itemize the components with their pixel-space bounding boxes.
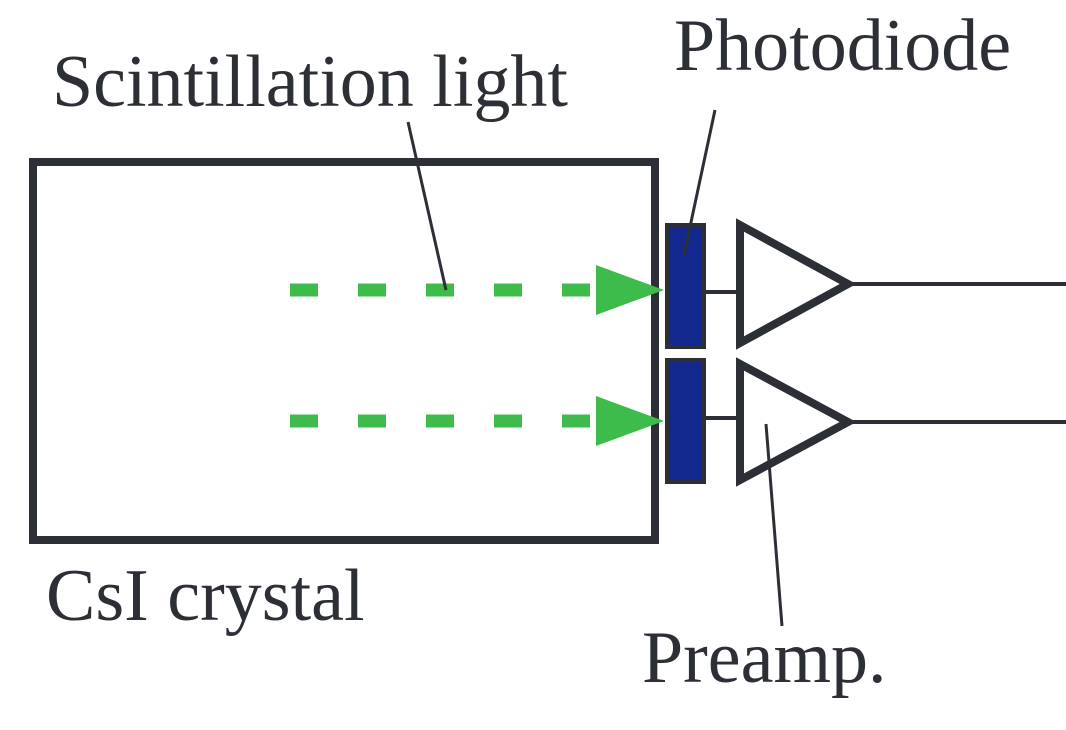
leader-scintillation-light (406, 121, 448, 291)
preamp-upper (736, 218, 857, 350)
preamp-lower (736, 357, 857, 487)
light-arrow-upper-head (596, 265, 664, 315)
light-arrow-lower (290, 396, 664, 446)
photodiode-lower (665, 358, 706, 484)
leader-preamp (764, 423, 784, 627)
light-arrow-upper (290, 265, 664, 315)
label-preamp: Preamp. (642, 617, 887, 699)
leader-photodiode (682, 109, 717, 256)
label-photodiode: Photodiode (674, 5, 1011, 87)
csi-crystal-box (29, 158, 659, 544)
label-csi-crystal: CsI crystal (46, 555, 365, 637)
label-scintillation-light: Scintillation light (52, 41, 568, 123)
light-arrow-lower-head (596, 396, 664, 446)
